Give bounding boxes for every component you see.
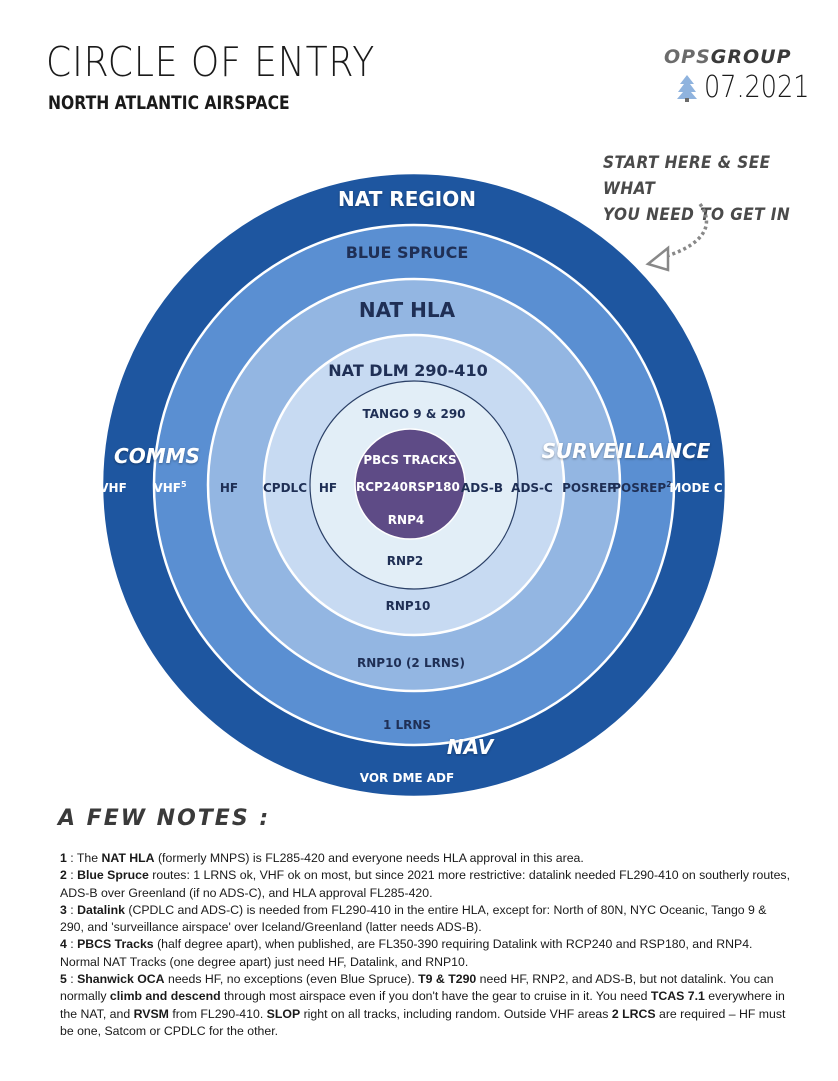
comms-hf-tango: HF — [319, 481, 337, 495]
callout-line-2: YOU NEED TO GET IN — [603, 205, 791, 225]
note-item: 1 : The NAT HLA (formerly MNPS) is FL285… — [60, 851, 584, 865]
label-nat-region: NAT REGION — [338, 187, 476, 211]
comms-cpdlc: CPDLC — [263, 481, 307, 495]
surv-ads-c: ADS-C — [511, 481, 553, 495]
surv-ads-b: ADS-B — [461, 481, 503, 495]
category-nav: NAV — [447, 735, 495, 759]
label-nat-hla: NAT HLA — [359, 298, 456, 322]
note-item: 4 : PBCS Tracks (half degree apart), whe… — [60, 937, 753, 969]
label-nat-dlm: NAT DLM 290-410 — [328, 361, 487, 380]
ring-pbcs-core — [354, 428, 466, 540]
note-item: 3 : Datalink (CPDLC and ADS-C) is needed… — [60, 902, 767, 935]
surv-mode-c: MODE C — [669, 481, 722, 495]
comms-vhf-footnote: 5 — [181, 480, 187, 489]
nav-1lrns: 1 LRNS — [383, 718, 431, 732]
page-title: CIRCLE OF ENTRY — [46, 38, 376, 86]
comms-hf-spruce: HF — [220, 481, 238, 495]
nav-rnp10-2lrns: RNP10 (2 LRNS) — [357, 656, 465, 670]
notes-list: 1 : The NAT HLA (formerly MNPS) is FL285… — [60, 850, 790, 1040]
edition-date: 07.2021 — [704, 70, 810, 105]
brand-ops: OPS — [664, 46, 711, 68]
arrow-head-icon — [645, 245, 670, 272]
notes-heading: A FEW NOTES : — [58, 806, 271, 831]
circle-of-entry-diagram: NAT REGION BLUE SPRUCE NAT HLA NAT DLM 2… — [99, 173, 726, 797]
category-surveillance: SURVEILLANCE — [542, 439, 711, 463]
category-comms: COMMS — [114, 444, 200, 468]
surv-posrep-label: POSREP — [612, 481, 666, 495]
label-pbcs-tracks: PBCS TRACKS — [363, 453, 456, 467]
brand-group: GROUP — [710, 46, 792, 68]
note-item: 2 : Blue Spruce routes: 1 LRNS ok, VHF o… — [60, 868, 790, 900]
label-rcp240: RCP240 — [356, 480, 408, 494]
start-here-callout: START HERE & SEE WHAT YOU NEED TO GET IN — [603, 150, 810, 228]
surv-posrep-hla: POSREP — [562, 481, 616, 495]
surv-posrep-footnote: 2 — [666, 480, 672, 489]
comms-vhf-outer: VHF — [99, 481, 127, 495]
label-rnp4: RNP4 — [388, 513, 424, 527]
label-rsp180: RSP180 — [408, 480, 460, 494]
comms-vhf: VHF5 — [153, 480, 187, 495]
label-blue-spruce: BLUE SPRUCE — [346, 243, 469, 262]
pine-tree-icon — [677, 75, 697, 102]
surv-posrep-spruce: POSREP2 — [612, 480, 671, 495]
nav-vor-dme-adf: VOR DME ADF — [360, 771, 454, 785]
curved-arrow-icon — [659, 202, 709, 260]
label-tango: TANGO 9 & 290 — [362, 407, 465, 421]
page-subtitle: NORTH ATLANTIC AIRSPACE — [48, 92, 290, 114]
callout-line-1: START HERE & SEE WHAT — [603, 153, 771, 199]
nav-rnp2: RNP2 — [387, 554, 423, 568]
comms-vhf-label: VHF — [153, 481, 181, 495]
nav-rnp10: RNP10 — [386, 599, 431, 613]
opsgroup-logo: OPSGROUP — [664, 46, 792, 68]
note-item: 5 : Shanwick OCA needs HF, no exceptions… — [60, 972, 786, 1038]
